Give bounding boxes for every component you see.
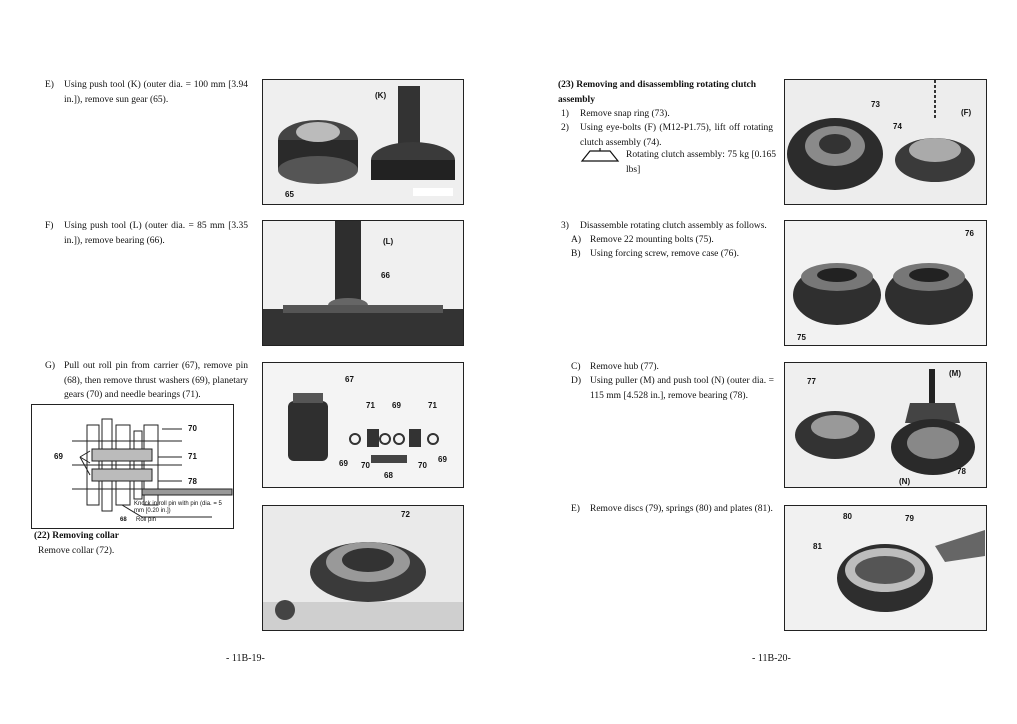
callout-70a: 70: [361, 461, 370, 470]
mass-text: Rotating clutch assembly: 75 kg [0.165 l…: [626, 150, 776, 175]
diagram-label-70: 70: [188, 424, 197, 433]
callout-75: 75: [797, 333, 806, 342]
carrier-section-diagram: 70 71 69 78 Knock in roll pin with pin (…: [31, 404, 234, 529]
step-f-label: F): [45, 221, 54, 231]
step-e2-label: E): [571, 504, 580, 514]
photo-clutch-case: 76 75: [784, 220, 987, 346]
diagram-label-78: 78: [188, 477, 197, 486]
photo-hub-bearing: 77 (M) (N) 78: [784, 362, 987, 488]
step-c-label: C): [571, 362, 581, 372]
callout-k: (K): [375, 91, 387, 100]
callout-65: 65: [285, 190, 294, 199]
photo-clutch-lift: 73 (F) 74: [784, 79, 987, 205]
callout-m: (M): [949, 369, 961, 378]
step-c-text: Remove hub (77).: [590, 362, 659, 372]
step-b-text: Using forcing screw, remove case (76).: [590, 249, 739, 259]
callout-80: 80: [843, 512, 852, 521]
callout-77: 77: [807, 377, 816, 386]
callout-81: 81: [813, 542, 822, 551]
callout-78: 78: [957, 467, 966, 476]
callout-72: 72: [401, 510, 410, 519]
photo-collar-removal: 72: [262, 505, 464, 631]
callout-n: (N): [899, 477, 911, 486]
page-number-left: - 11B-19-: [226, 653, 265, 664]
callout-f: (F): [961, 108, 972, 117]
callout-67: 67: [345, 375, 354, 384]
section-22-title: (22) Removing collar: [34, 531, 119, 541]
weight-icon: [580, 148, 620, 162]
callout-68: 68: [384, 471, 393, 480]
mass-note: Rotating clutch assembly: 75 kg [0.165 l…: [580, 148, 776, 177]
step-3-label: 3): [561, 221, 569, 231]
step-e-text: Using push tool (K) (outer dia. = 100 mm…: [64, 80, 248, 105]
step-1-label: 1): [561, 109, 569, 119]
diagram-label-68: 68: [120, 517, 127, 523]
photo-sun-gear-removal: (K) 65: [262, 79, 464, 205]
step-3-text: Disassemble rotating clutch assembly as …: [580, 221, 767, 231]
callout-69a: 69: [392, 401, 401, 410]
section-23-title: (23) Removing and disassembling rotating…: [558, 78, 772, 107]
callout-71a: 71: [366, 401, 375, 410]
step-e-label: E): [45, 80, 54, 90]
step-d-text: Using puller (M) and push tool (N) (oute…: [590, 376, 774, 401]
step-b-label: B): [571, 249, 581, 259]
step-g-label: G): [45, 361, 56, 371]
step-2-text: Using eye-bolts (F) (M12-P1.75), lift of…: [580, 123, 773, 148]
photo-carrier-parts: 67 71 69 71 69 70 68 70 69: [262, 362, 464, 488]
step-g-text: Pull out roll pin from carrier (67), rem…: [64, 361, 248, 400]
callout-73: 73: [871, 100, 880, 109]
diagram-note: Knock in roll pin with pin (dia. = 5 mm …: [134, 501, 222, 514]
step-a-text: Remove 22 mounting bolts (75).: [590, 235, 714, 245]
step-d-label: D): [571, 376, 582, 386]
step-2-label: 2): [561, 123, 569, 133]
photo-bearing-removal: (L) 66: [262, 220, 464, 346]
diagram-label-71: 71: [188, 452, 197, 461]
section-22-text: Remove collar (72).: [38, 546, 115, 556]
callout-79: 79: [905, 514, 914, 523]
callout-69b: 69: [339, 459, 348, 468]
callout-70b: 70: [418, 461, 427, 470]
callout-69c: 69: [438, 455, 447, 464]
photo-discs-removal: 80 79 81: [784, 505, 987, 631]
callout-76: 76: [965, 229, 974, 238]
callout-71b: 71: [428, 401, 437, 410]
diagram-rollpin: Roll pin: [136, 517, 157, 523]
section-23-title-text: (23) Removing and disassembling rotating…: [558, 80, 757, 105]
step-1-text: Remove snap ring (73).: [580, 109, 670, 119]
callout-74: 74: [893, 122, 902, 131]
step-e2-text: Remove discs (79), springs (80) and plat…: [590, 504, 773, 514]
callout-l: (L): [383, 237, 394, 246]
carrier-section-drawing: [72, 418, 233, 518]
step-a-label: A): [571, 235, 582, 245]
diagram-label-69: 69: [54, 452, 63, 461]
callout-66: 66: [381, 271, 390, 280]
page-number-right: - 11B-20-: [752, 653, 791, 664]
step-f-text: Using push tool (L) (outer dia. = 85 mm …: [64, 221, 248, 246]
